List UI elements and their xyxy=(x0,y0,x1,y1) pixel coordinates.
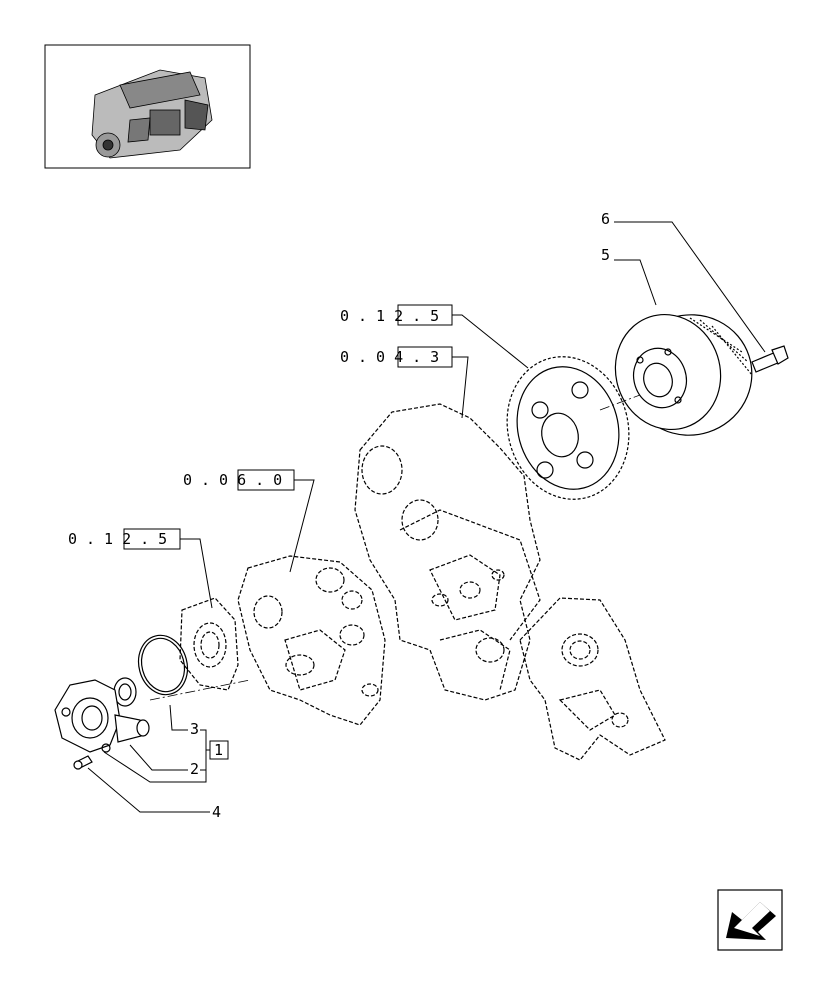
callout-6-leader xyxy=(614,221,766,353)
camshaft-gear xyxy=(506,356,630,500)
pump-body-2 xyxy=(54,679,150,753)
callout-3-bracket xyxy=(200,729,207,758)
pulley-5 xyxy=(614,313,753,436)
reference-top: 0.12.5 xyxy=(340,307,448,325)
timing-cover xyxy=(519,597,666,761)
callout-5: 5 xyxy=(601,246,610,264)
reference-second-leader xyxy=(452,356,469,419)
gear-housing xyxy=(354,403,541,701)
mounting-flange xyxy=(179,597,239,691)
callout-5-leader xyxy=(614,259,657,306)
callout-4-leader xyxy=(87,767,210,813)
reference-middle-leader xyxy=(289,479,315,573)
engine-thumbnail-icon[interactable] xyxy=(44,44,251,169)
crankcase-front xyxy=(237,555,386,726)
reference-left: 0.12.5 xyxy=(68,530,176,548)
callout-6: 6 xyxy=(601,210,610,228)
reference-top-leader xyxy=(452,314,529,369)
callout-2-leader xyxy=(129,744,188,771)
reference-second: 0.04.3 xyxy=(340,348,448,366)
back-arrow-icon[interactable] xyxy=(717,889,783,951)
seal-ring-3 xyxy=(137,634,189,696)
callout-4: 4 xyxy=(212,803,221,821)
screw-4 xyxy=(73,755,93,770)
callout-2-second-leader xyxy=(103,751,207,783)
center-axis-line xyxy=(149,679,251,701)
reference-middle: 0.06.0 xyxy=(183,471,291,489)
callout-1: 1 xyxy=(214,741,223,759)
callout-3-leader xyxy=(169,704,188,731)
callout-3: 3 xyxy=(190,720,199,738)
reference-left-leader xyxy=(180,538,213,609)
callout-2-bracket xyxy=(200,758,207,771)
pulley-axis-line xyxy=(599,394,641,411)
callout-2: 2 xyxy=(190,760,199,778)
